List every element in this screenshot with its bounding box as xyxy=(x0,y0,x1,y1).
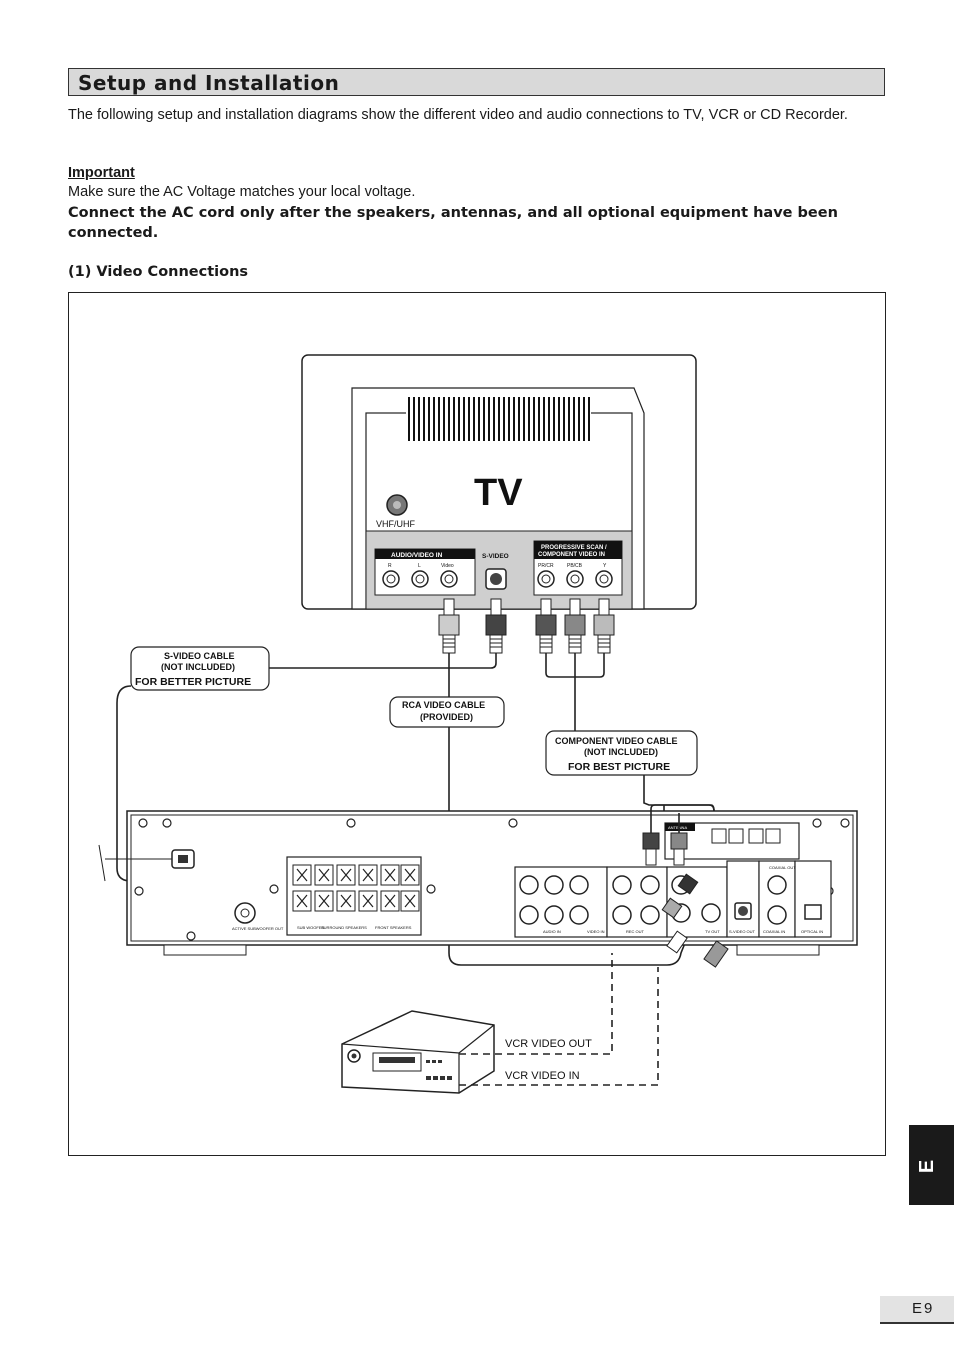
av-l-label: L xyxy=(418,563,421,569)
coaxial-out-label: COAXIAL OUT xyxy=(769,865,796,870)
svideo-cable-line1: S-VIDEO CABLE xyxy=(164,651,235,661)
av-video-label: Video xyxy=(441,563,454,569)
vcr-unit xyxy=(341,1010,495,1094)
comp-cable-line1: COMPONENT VIDEO CABLE xyxy=(555,736,678,746)
rca-cable-line1: RCA VIDEO CABLE xyxy=(402,700,485,710)
surround-label: SURROUND SPEAKERS xyxy=(321,925,367,930)
vcr-dashed-cables xyxy=(459,953,659,1086)
rca-cable-label: RCA VIDEO CABLE (PROVIDED) xyxy=(389,696,505,728)
front-speakers-label: FRONT SPEAKERS xyxy=(375,925,412,930)
unit-video-in-label: VIDEO IN xyxy=(587,929,605,934)
svideo-cable-line2: (NOT INCLUDED) xyxy=(161,662,235,672)
section-title-bar: Setup and Installation xyxy=(68,68,885,96)
important-heading: Important xyxy=(68,165,135,181)
active-sub-label: ACTIVE SUBWOOFER OUT xyxy=(232,926,284,931)
unit-plugs xyxy=(642,832,729,968)
y-label: Y xyxy=(603,563,607,569)
pb-cb-label: PB/CB xyxy=(567,563,583,569)
svideo-cable-label: S-VIDEO CABLE (NOT INCLUDED) FOR BETTER … xyxy=(130,646,270,691)
language-tab: E xyxy=(909,1125,954,1205)
tv-rear: TV VHF/UHF AUDIO/VIDEO IN R L Video S-VI… xyxy=(301,354,697,610)
component-cable-label: COMPONENT VIDEO CABLE (NOT INCLUDED) FOR… xyxy=(545,730,698,776)
page-number-box: E9 xyxy=(880,1296,954,1324)
prog-scan-title-2: COMPONENT VIDEO IN xyxy=(538,552,605,558)
svideo-cable-line3: FOR BETTER PICTURE xyxy=(135,676,251,688)
important-warning: Connect the AC cord only after the speak… xyxy=(68,205,838,241)
section-heading: (1) Video Connections xyxy=(68,264,249,280)
video-connections-diagram: TV VHF/UHF AUDIO/VIDEO IN R L Video S-VI… xyxy=(68,292,886,1156)
tv-out-label: TV OUT xyxy=(705,929,720,934)
rca-cable-line2: (PROVIDED) xyxy=(420,712,473,722)
vcr-video-out-label: VCR VIDEO OUT xyxy=(505,1038,592,1050)
tv-label: TV xyxy=(474,472,523,514)
antenna-label: ANTENNA xyxy=(668,825,687,830)
av-r-label: R xyxy=(388,563,392,569)
page-number: E9 xyxy=(912,1300,935,1317)
av-in-title: AUDIO/VIDEO IN xyxy=(391,552,443,559)
rec-out-label: REC OUT xyxy=(626,929,645,934)
comp-cable-line3: FOR BEST PICTURE xyxy=(568,761,670,773)
tv-svideo-label: S-VIDEO xyxy=(482,553,509,560)
prog-scan-title-1: PROGRESSIVE SCAN / xyxy=(541,545,607,551)
comp-cable-line2: (NOT INCLUDED) xyxy=(584,747,658,757)
pr-cr-label: PR/CR xyxy=(538,563,554,569)
connection-diagram-svg: TV VHF/UHF AUDIO/VIDEO IN R L Video S-VI… xyxy=(98,354,858,1094)
coaxial-in-label: COAXIAL IN xyxy=(763,929,785,934)
page-title: Setup and Installation xyxy=(78,71,340,95)
intro-paragraph: The following setup and installation dia… xyxy=(68,107,848,123)
vcr-video-in-label: VCR VIDEO IN xyxy=(505,1070,580,1082)
unit-audio-in-label: AUDIO IN xyxy=(543,929,561,934)
language-tab-label: E xyxy=(916,1159,939,1174)
unit-svideo-out-label: S-VIDEO OUT xyxy=(729,929,756,934)
optical-in-label: OPTICAL IN xyxy=(801,929,823,934)
important-line: Make sure the AC Voltage matches your lo… xyxy=(68,184,416,200)
sub-woofer-label: SUB WOOFER xyxy=(297,925,324,930)
receiver-rear-panel: ACTIVE SUBWOOFER OUT SUB WOOFER SURROU xyxy=(98,810,858,956)
vhf-uhf-label: VHF/UHF xyxy=(376,519,415,529)
vent-grille-icon xyxy=(406,397,591,441)
